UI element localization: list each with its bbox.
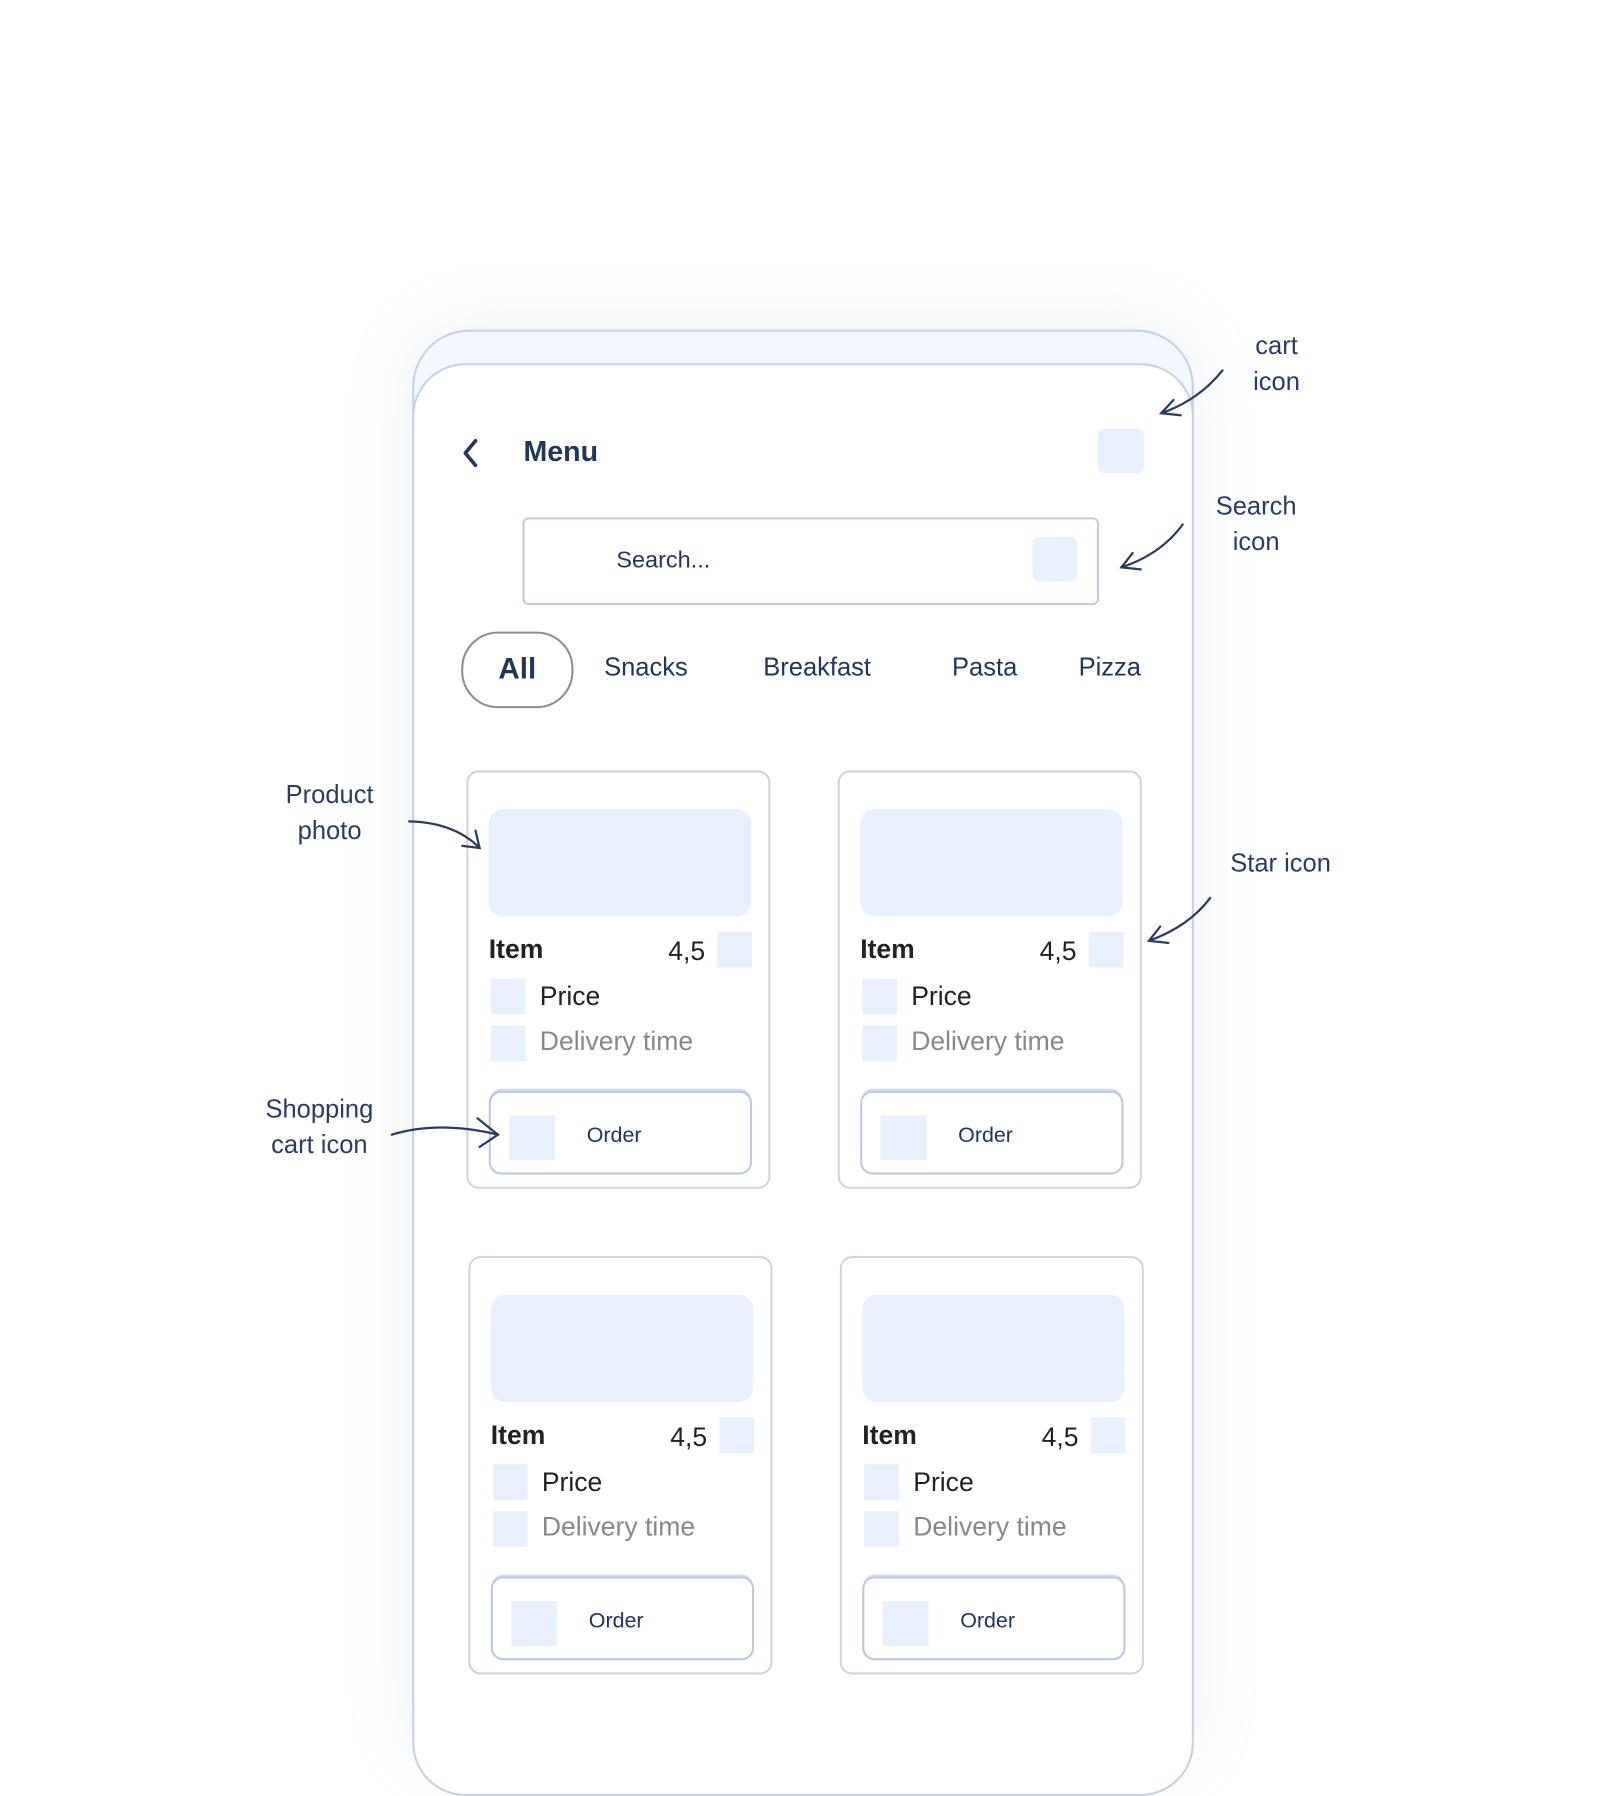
order-label: Order: [960, 1609, 1015, 1633]
product-price: Price: [913, 1466, 974, 1497]
product-rating: 4,5: [668, 935, 706, 967]
order-label: Order: [588, 1609, 644, 1633]
product-card[interactable]: Item 4,5 Price Delivery time Order: [468, 1256, 773, 1675]
delivery-time: Delivery time: [913, 1511, 1067, 1542]
order-button[interactable]: Order: [862, 1576, 1126, 1661]
star-icon: [1090, 1417, 1126, 1454]
shopping-cart-icon: [509, 1115, 556, 1161]
order-label: Order: [586, 1123, 642, 1147]
product-rating: 4,5: [1041, 1421, 1079, 1453]
search-icon[interactable]: [1032, 536, 1078, 582]
delivery-time: Delivery time: [911, 1025, 1065, 1057]
annotation-line: photo: [297, 816, 362, 845]
product-photo: [490, 1294, 754, 1403]
product-price: Price: [541, 1466, 603, 1497]
price-icon: [492, 1464, 528, 1500]
annotation-shopping-cart-icon: Shopping cart icon: [243, 1092, 396, 1163]
annotation-line: cart icon: [271, 1130, 368, 1160]
delivery-time: Delivery time: [541, 1511, 696, 1542]
page-title: Menu: [523, 435, 599, 468]
search-input[interactable]: [522, 517, 1099, 606]
star-icon: [719, 1417, 755, 1454]
product-price: Price: [539, 980, 601, 1012]
shopping-cart-icon: [880, 1115, 927, 1161]
product-photo: [860, 809, 1123, 917]
annotation-star-icon: Star icon: [1219, 846, 1341, 882]
category-chip-all[interactable]: All: [461, 631, 574, 709]
delivery-icon: [490, 1025, 526, 1062]
category-chip-breakfast[interactable]: Breakfast: [763, 653, 872, 682]
product-photo: [862, 1294, 1125, 1403]
order-button[interactable]: Order: [488, 1090, 753, 1175]
product-name: Item: [488, 933, 544, 965]
delivery-time: Delivery time: [539, 1025, 694, 1057]
product-rating: 4,5: [1039, 935, 1077, 967]
product-name: Item: [860, 933, 915, 965]
annotation-line: Search: [1215, 491, 1297, 521]
delivery-icon: [864, 1511, 899, 1547]
order-label: Order: [958, 1123, 1013, 1147]
product-name: Item: [490, 1419, 546, 1450]
product-rating: 4,5: [670, 1421, 708, 1453]
product-card[interactable]: Item 4,5 Price Delivery time Order: [839, 1256, 1144, 1675]
product-card[interactable]: Item 4,5 Price Delivery time Order: [466, 770, 771, 1189]
shopping-cart-icon: [511, 1601, 558, 1646]
product-photo: [488, 809, 752, 917]
shopping-cart-icon: [882, 1601, 929, 1646]
delivery-icon: [862, 1025, 897, 1062]
annotation-line: cart: [1255, 331, 1298, 361]
annotation-line: Product: [285, 780, 374, 810]
product-price: Price: [911, 980, 972, 1012]
product-card[interactable]: Item 4,5 Price Delivery time Order: [837, 770, 1142, 1189]
wireframe-canvas: Menu Search... All Snacks Breakfast Past…: [243, 329, 1341, 1796]
annotation-search-icon: Search icon: [1195, 489, 1317, 560]
star-icon: [717, 931, 753, 968]
category-chip-snacks[interactable]: Snacks: [604, 653, 688, 682]
annotation-line: Shopping: [265, 1094, 374, 1124]
annotation-line: icon: [1232, 527, 1280, 557]
order-button[interactable]: Order: [860, 1090, 1124, 1175]
chevron-left-icon[interactable]: [459, 437, 481, 470]
delivery-icon: [492, 1511, 528, 1547]
order-button[interactable]: Order: [490, 1576, 755, 1661]
category-chip-pasta[interactable]: Pasta: [952, 653, 1018, 682]
annotation-product-photo: Product photo: [268, 778, 390, 849]
search-placeholder: Search...: [616, 545, 711, 573]
annotation-cart-icon: cart icon: [1226, 329, 1328, 400]
price-icon: [490, 978, 526, 1015]
annotation-line: Star icon: [1230, 848, 1331, 878]
category-chip-pizza[interactable]: Pizza: [1078, 653, 1141, 682]
cart-icon[interactable]: [1097, 428, 1144, 474]
star-icon: [1088, 931, 1124, 968]
price-icon: [864, 1464, 899, 1500]
price-icon: [862, 978, 897, 1015]
annotation-line: icon: [1253, 367, 1300, 396]
product-name: Item: [862, 1419, 917, 1450]
